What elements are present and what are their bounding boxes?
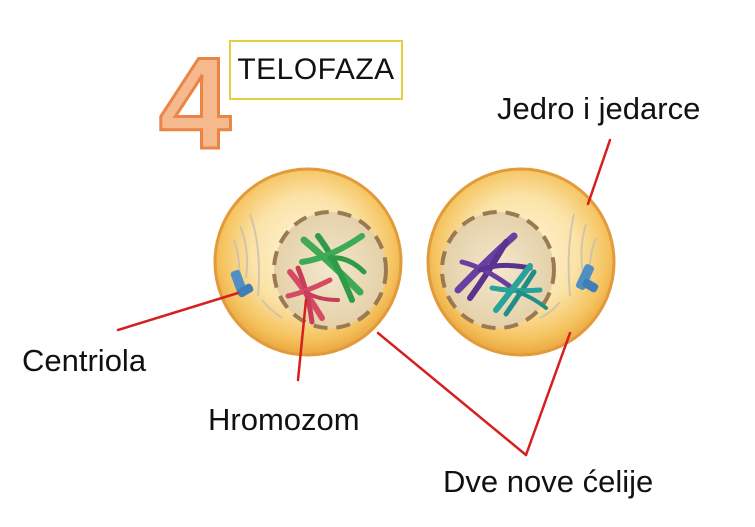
chromosome-teal (489, 263, 548, 317)
phase-title: TELOFAZA (237, 53, 395, 86)
leader-line-cell-right (524, 331, 572, 457)
label-centriole: Centriola (22, 343, 147, 378)
label-cells: Dve nove ćelije (443, 464, 654, 499)
chromosome-green (299, 233, 367, 303)
chromosome-red (285, 265, 340, 325)
chromosome-purple (454, 232, 533, 301)
leader-line-cell-left (376, 331, 528, 457)
leader-line-centriole (116, 291, 240, 332)
label-chromosome: Hromozom (208, 402, 360, 437)
step-number: 4 (157, 30, 232, 160)
leader-lines (116, 138, 612, 457)
leader-line-chromosome (296, 298, 308, 382)
title-box: TELOFAZA (229, 40, 403, 100)
cell-left (213, 167, 403, 357)
svg-text:4: 4 (159, 30, 231, 160)
label-nucleus: Jedro i jedarce (497, 91, 701, 126)
centriole-left (230, 269, 254, 298)
cell-right (426, 167, 616, 357)
centriole-right (575, 264, 599, 293)
spindle-fibers-left (233, 213, 283, 319)
leader-line-nucleus (586, 138, 612, 206)
